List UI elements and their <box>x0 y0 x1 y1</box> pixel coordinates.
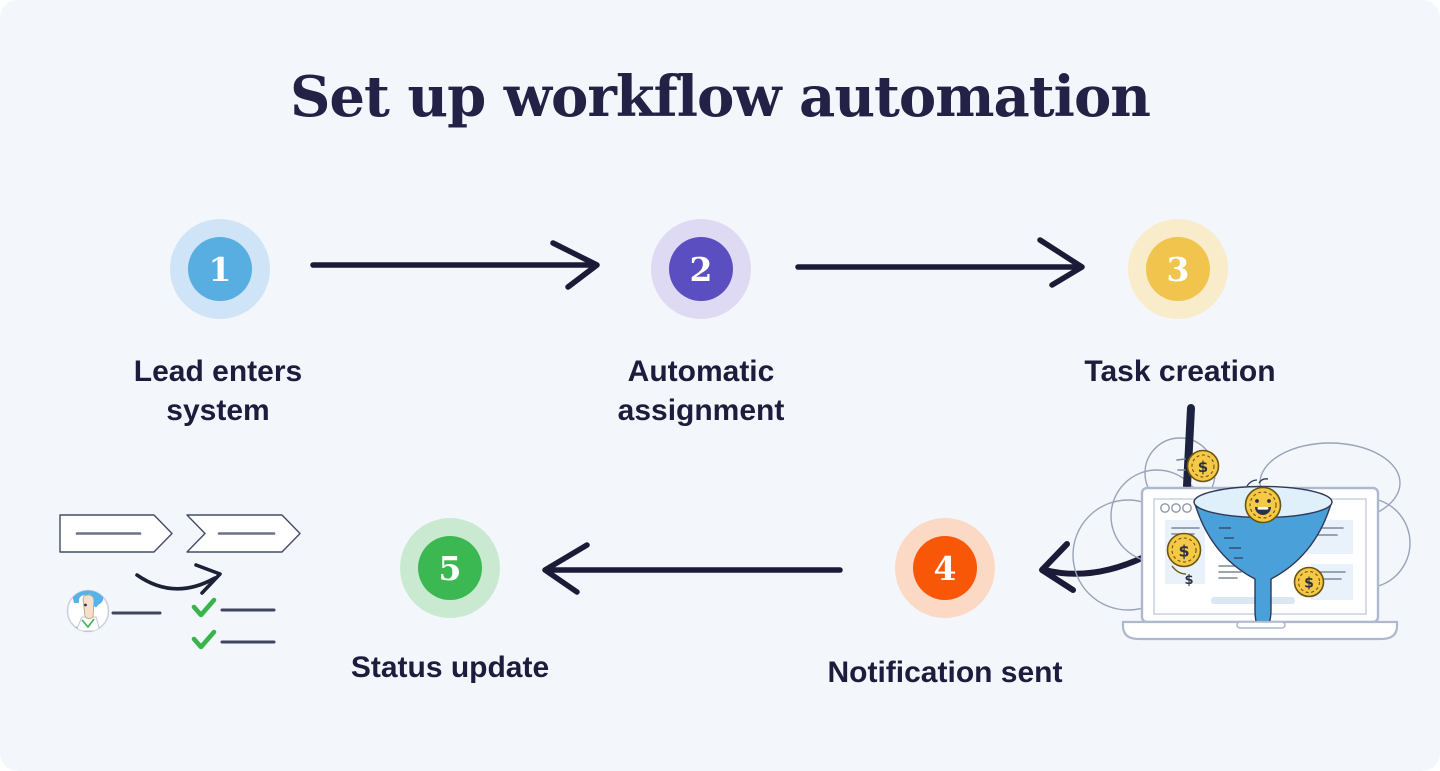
step-circle-3: 3 <box>1128 219 1228 319</box>
step-number-1: 1 <box>188 237 252 301</box>
svg-text:$: $ <box>1304 576 1314 592</box>
process-chevron-icon <box>186 514 301 553</box>
stick-icon <box>1183 404 1195 490</box>
arrow-step1-to-step2 <box>310 240 600 290</box>
step-label-1: Lead enters system <box>133 355 303 427</box>
coin-icon: $ $ <box>1166 532 1202 588</box>
svg-text:$: $ <box>1184 573 1193 588</box>
step-number-4: 4 <box>913 536 977 600</box>
step-number-5: 5 <box>418 536 482 600</box>
laptop-base <box>1121 620 1399 641</box>
coin-icon: $ <box>1176 449 1220 483</box>
step-number-3: 3 <box>1146 237 1210 301</box>
arrow-step4-to-step5 <box>542 542 843 595</box>
step-circle-4: 4 <box>895 518 995 618</box>
coin-icon: $ <box>1293 566 1325 598</box>
laptop-notch <box>1236 621 1286 629</box>
step-number-1-text: 1 <box>208 249 232 289</box>
step-label-4: Notification sent <box>827 656 1063 689</box>
page-title: Set up workflow automation <box>289 64 1151 130</box>
status-checklist-illustration <box>59 514 301 650</box>
step-label-2: Automatic assignment <box>617 355 785 427</box>
step-circle-1: 1 <box>170 219 270 319</box>
content-bar <box>1211 597 1295 604</box>
process-chevron-icon <box>59 514 173 553</box>
browser-dot-icon <box>1182 503 1192 513</box>
step-number-3-text: 3 <box>1166 249 1190 289</box>
avatar <box>66 589 110 633</box>
step-number-5-text: 5 <box>438 548 462 588</box>
svg-text:$: $ <box>1178 542 1189 561</box>
step-number-4-text: 4 <box>933 548 957 588</box>
step-circle-5: 5 <box>400 518 500 618</box>
smiley-coin-icon <box>1244 478 1282 524</box>
lead-funnel-illustration: $ $ $ $ <box>1072 404 1411 641</box>
browser-dot-icon <box>1171 503 1181 513</box>
step-label-5: Status update <box>350 651 550 684</box>
curved-arrow-icon <box>135 563 222 595</box>
step-circle-2: 2 <box>651 219 751 319</box>
svg-text:$: $ <box>1198 458 1208 476</box>
checkmark-icon <box>191 597 217 618</box>
step-number-2-text: 2 <box>689 249 713 289</box>
checkmark-icon <box>191 629 217 650</box>
browser-dot-icon <box>1160 503 1170 513</box>
step-label-3: Task creation <box>1084 355 1276 388</box>
step-number-2: 2 <box>669 237 733 301</box>
arrow-step2-to-step3 <box>795 237 1085 288</box>
